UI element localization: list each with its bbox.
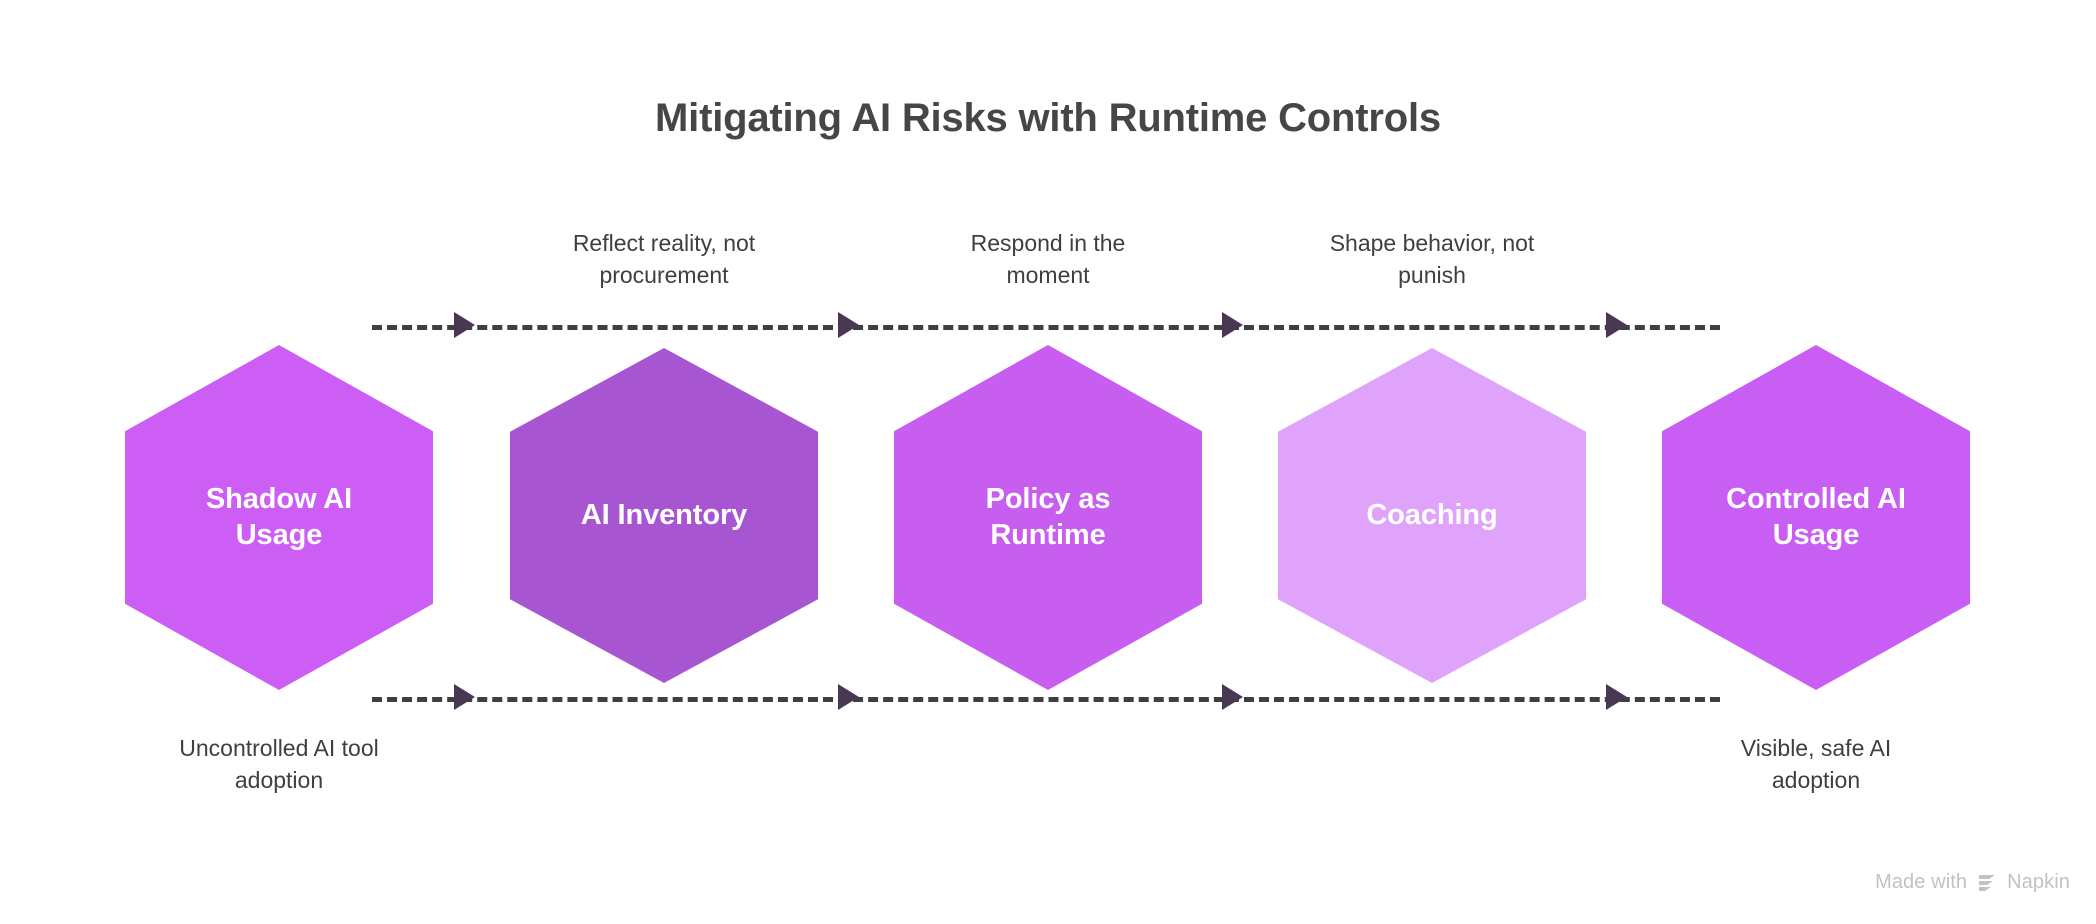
hex-label: Coaching [1366,498,1498,531]
hex-node-coaching[interactable]: Coaching [1278,348,1586,683]
top-caption-3: Shape behavior, not punish [1329,230,1535,288]
top-arrow-2 [838,312,859,338]
top-caption-1: Reflect reality, not procurement [572,230,756,288]
top-arrow-1 [454,312,475,338]
hex-label: Policy as Runtime [985,482,1111,551]
hex-node-shadow-ai-usage[interactable]: Shadow AI Usage [125,345,433,690]
bottom-caption-2: Visible, safe AI adoption [1740,735,1892,793]
watermark-brand-label: Napkin [2007,871,2070,893]
napkin-logo-icon [1976,873,1998,893]
hex-node-controlled-ai-usage[interactable]: Controlled AI Usage [1662,345,1970,690]
bottom-arrow-3 [1222,684,1243,710]
bottom-arrow-2 [838,684,859,710]
watermark: Made with Napkin [1875,871,2070,894]
hex-node-ai-inventory[interactable]: AI Inventory [510,348,818,683]
bottom-arrow-1 [454,684,475,710]
hex-label: Shadow AI Usage [205,482,353,551]
bottom-caption-1: Uncontrolled AI tool adoption [179,735,379,793]
hex-label: AI Inventory [580,498,748,531]
top-caption-2: Respond in the moment [970,230,1126,288]
page-title: Mitigating AI Risks with Runtime Control… [655,96,1441,140]
top-dash-segment-1 [372,325,1720,330]
top-arrow-4 [1606,312,1627,338]
bottom-arrow-4 [1606,684,1627,710]
bottom-dash-segment-1 [372,697,1720,702]
top-arrow-3 [1222,312,1243,338]
hex-label: Controlled AI Usage [1726,482,1906,551]
hex-node-policy-as-runtime[interactable]: Policy as Runtime [894,345,1202,690]
watermark-made-with-label: Made with [1875,871,1968,893]
